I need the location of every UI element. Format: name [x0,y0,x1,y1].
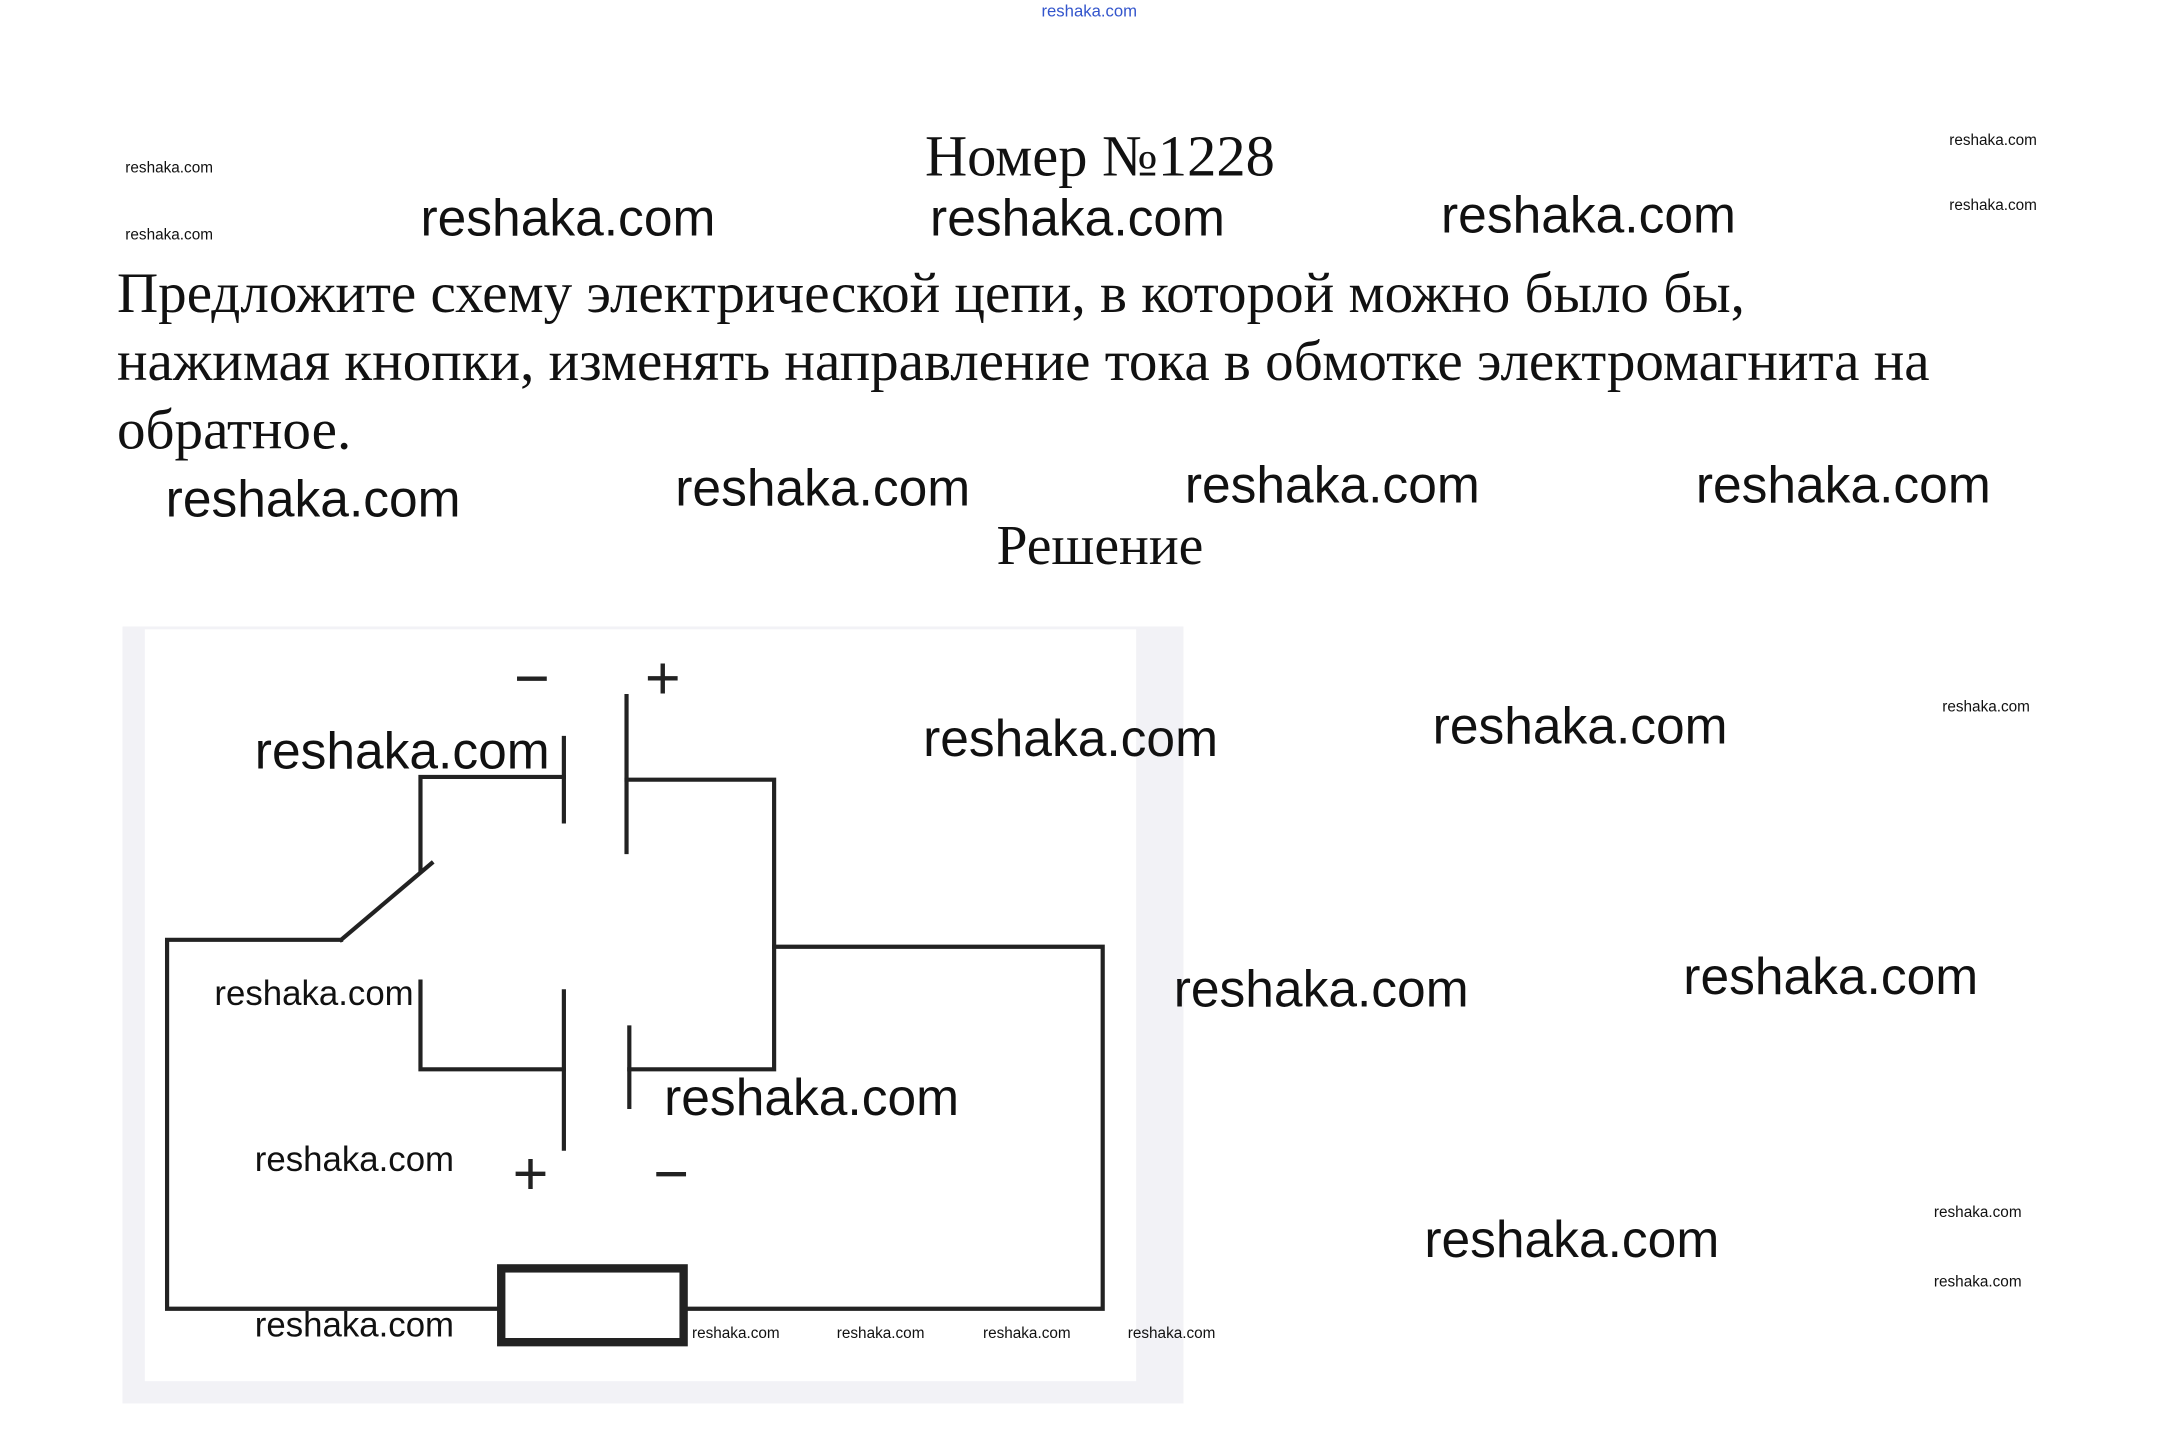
switch-upper-icon [338,860,435,943]
lower-plus-sign: + [513,1140,549,1208]
watermark: reshaka.com [254,722,550,780]
watermark: reshaka.com [1184,456,1480,514]
upper-minus-sign: − [514,644,550,712]
watermark: reshaka.com [1127,1325,1216,1343]
watermark: reshaka.com [1933,1273,2022,1291]
watermark: reshaka.com [930,189,1225,247]
watermark: reshaka.com [1441,186,1736,244]
watermark: reshaka.com [664,1069,960,1127]
problem-text-line-2: нажимая кнопки, изменять направление ток… [116,328,1930,393]
watermark: reshaka.com [836,1325,925,1343]
watermark: reshaka.com [1695,456,1991,514]
solution-heading: Решение [996,513,1204,577]
watermark: reshaka.com [691,1325,780,1343]
diagram-background [144,629,1137,1382]
wire-upper-left [418,774,566,873]
watermark: reshaka.com [1173,960,1469,1018]
site-link[interactable]: reshaka.com [1041,1,1138,21]
wire-right [682,944,1105,1311]
watermark: reshaka.com [1949,197,2037,215]
watermark: reshaka.com [923,710,1219,768]
upper-plus-sign: + [645,644,681,712]
watermark: reshaka.com [1933,1204,2022,1222]
watermark: reshaka.com [254,1305,455,1345]
switch-lower-icon [418,979,566,1072]
watermark: reshaka.com [1424,1211,1720,1269]
problem-title: Номер №1228 [924,125,1275,190]
watermark: reshaka.com [420,189,716,247]
watermark: reshaka.com [165,470,461,528]
watermark: reshaka.com [675,459,971,517]
watermark: reshaka.com [1942,698,2030,716]
watermark: reshaka.com [214,974,414,1014]
problem-text-line-3: обратное. [116,396,352,461]
watermark: reshaka.com [1949,132,2037,149]
problem-text-line-1: Предложите схему электрической цепи, в к… [116,260,1745,325]
lower-minus-sign: − [653,1140,689,1208]
watermark: reshaka.com [254,1140,455,1180]
watermark: reshaka.com [125,160,214,177]
electromagnet-coil [497,1264,688,1347]
watermark: reshaka.com [125,226,214,244]
watermark: reshaka.com [1432,697,1728,755]
wire-left [164,937,504,1311]
watermark: reshaka.com [982,1325,1071,1343]
wire-upper-right [624,777,777,1072]
watermark: reshaka.com [1683,948,1979,1006]
